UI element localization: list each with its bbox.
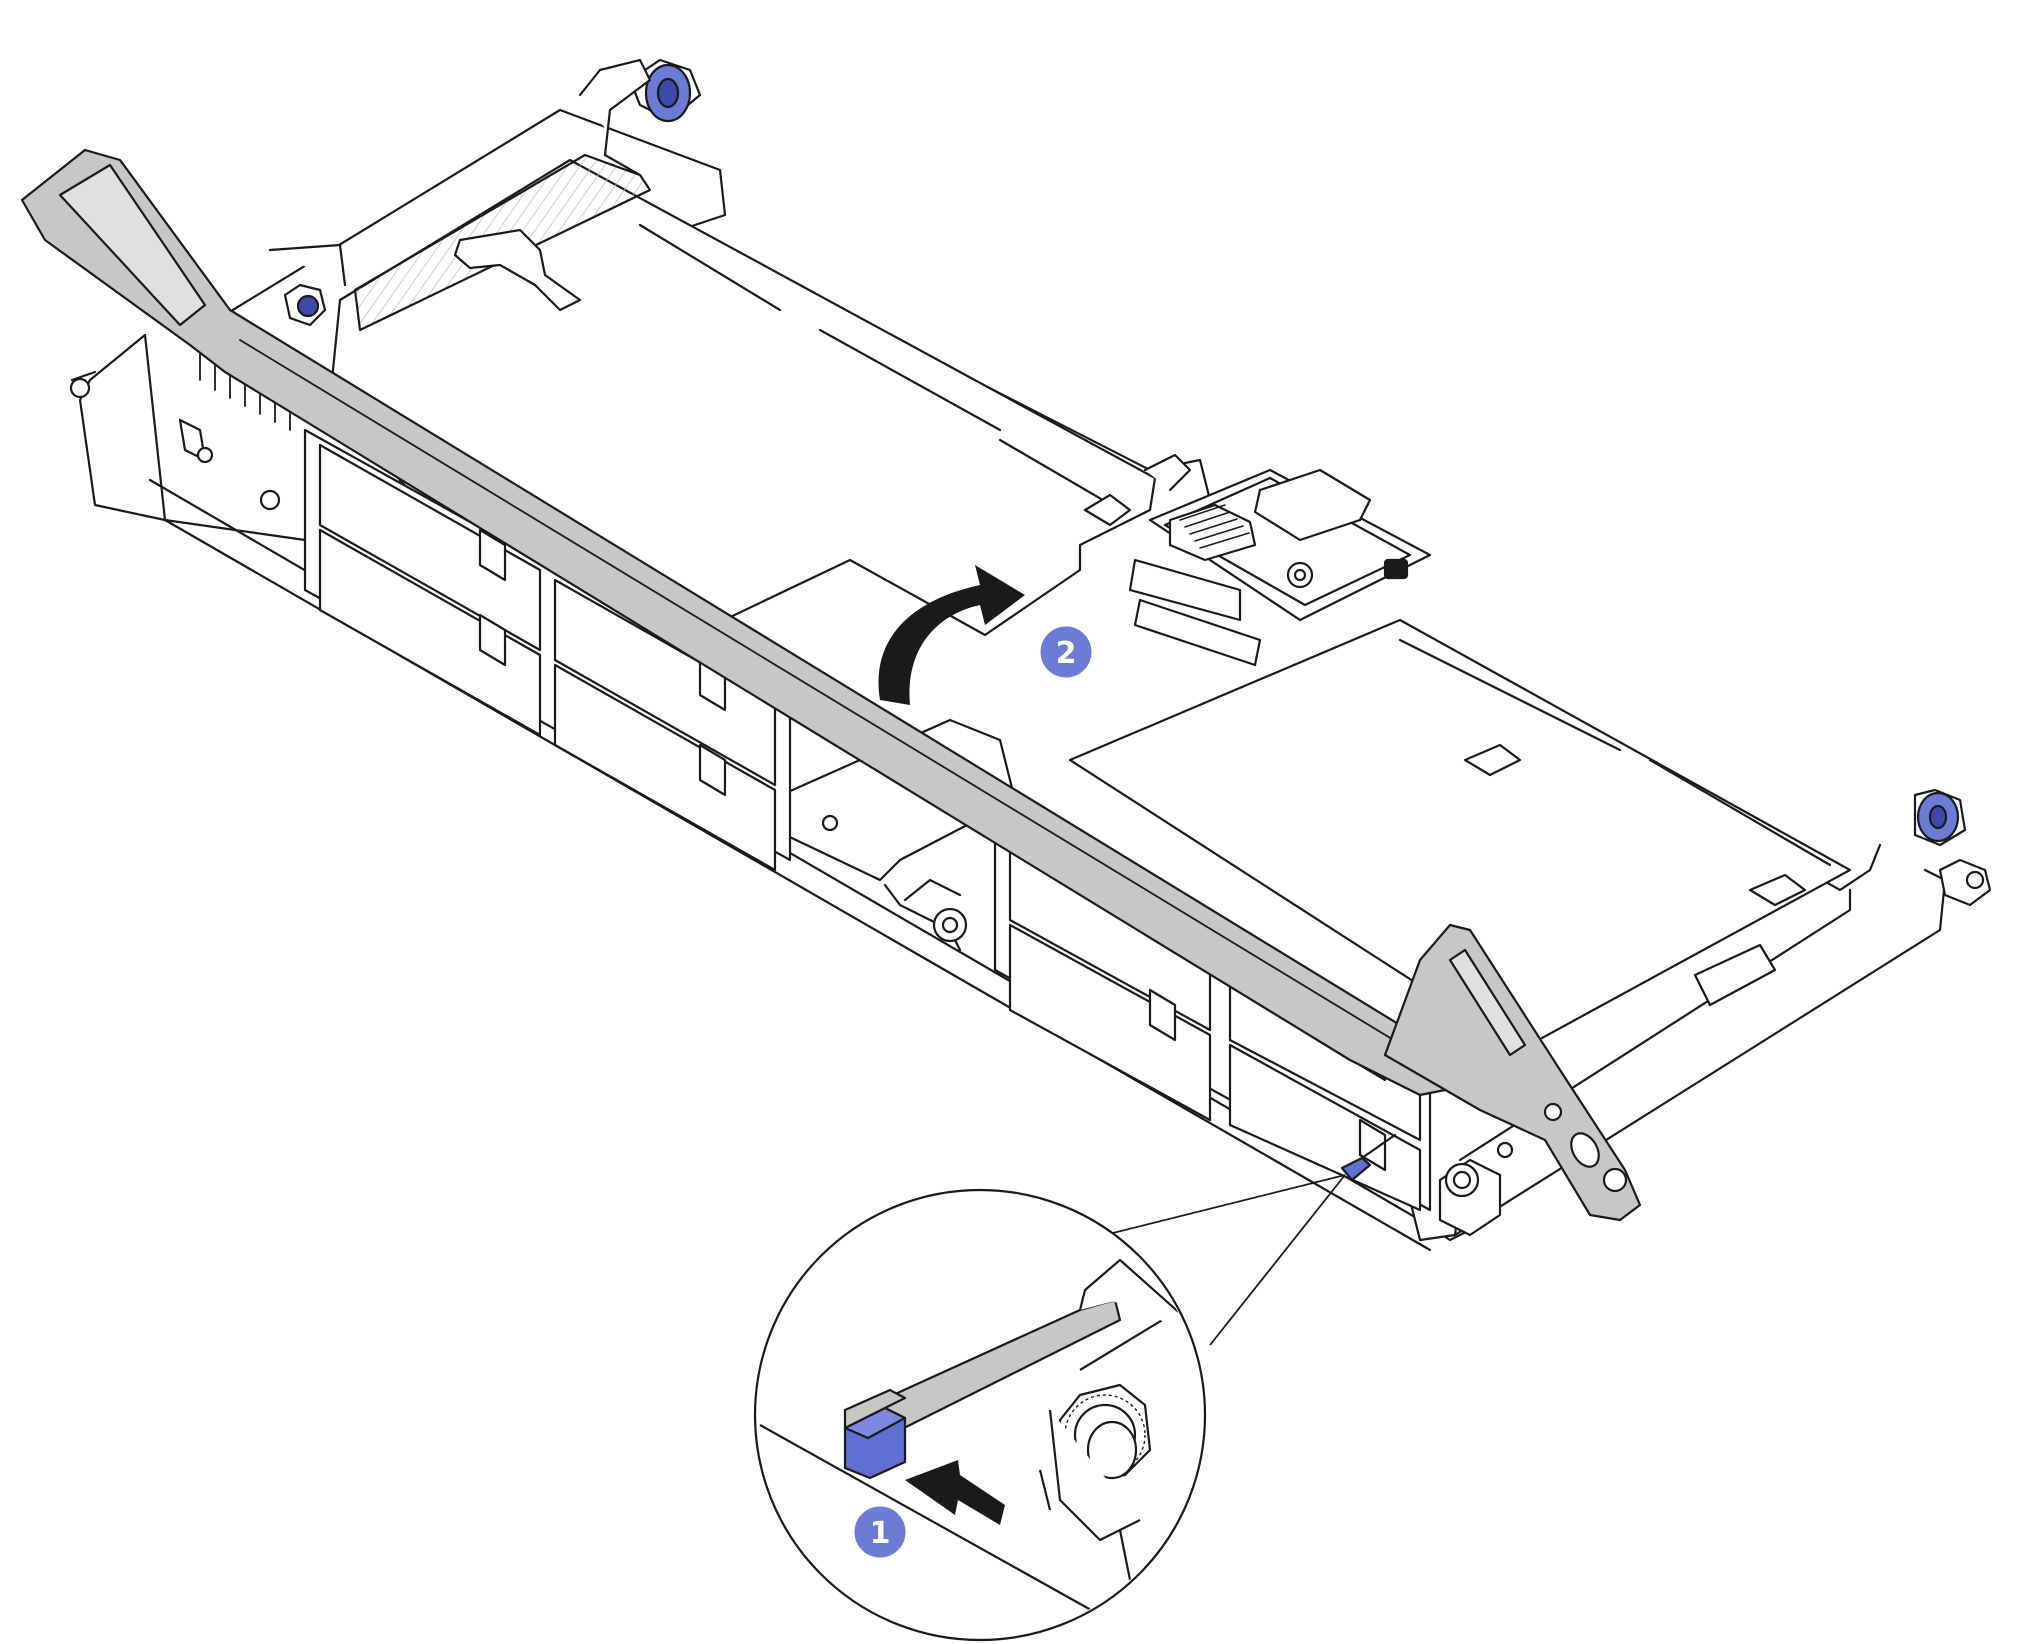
thumbscrew-top <box>578 58 702 177</box>
left-pin <box>69 370 97 399</box>
thumbscrew-left <box>268 243 347 327</box>
callout-2: 2 <box>1037 623 1095 681</box>
callout-1-number: 1 <box>870 1516 891 1551</box>
riser-board <box>1128 468 1432 667</box>
cage-handle <box>20 148 1642 1222</box>
release-latch-tab <box>1340 1133 1397 1182</box>
rotate-arrow-icon <box>878 565 1025 705</box>
push-arrow-icon <box>905 1460 1005 1525</box>
zoom-leader-lines <box>1084 1174 1346 1346</box>
drive-bays-left <box>178 344 792 872</box>
callout-2-number: 2 <box>1056 636 1077 671</box>
right-bracket <box>1438 858 1992 1237</box>
lower-right-tray <box>1068 618 1852 1052</box>
callout-1: 1 <box>851 1503 909 1561</box>
thumbscrew-right <box>1913 788 1967 847</box>
callout-1-badge <box>851 1503 909 1561</box>
detail-magnifier <box>753 1188 1207 1642</box>
callout-2-badge <box>1037 623 1095 681</box>
cage-frame <box>78 108 1947 1252</box>
